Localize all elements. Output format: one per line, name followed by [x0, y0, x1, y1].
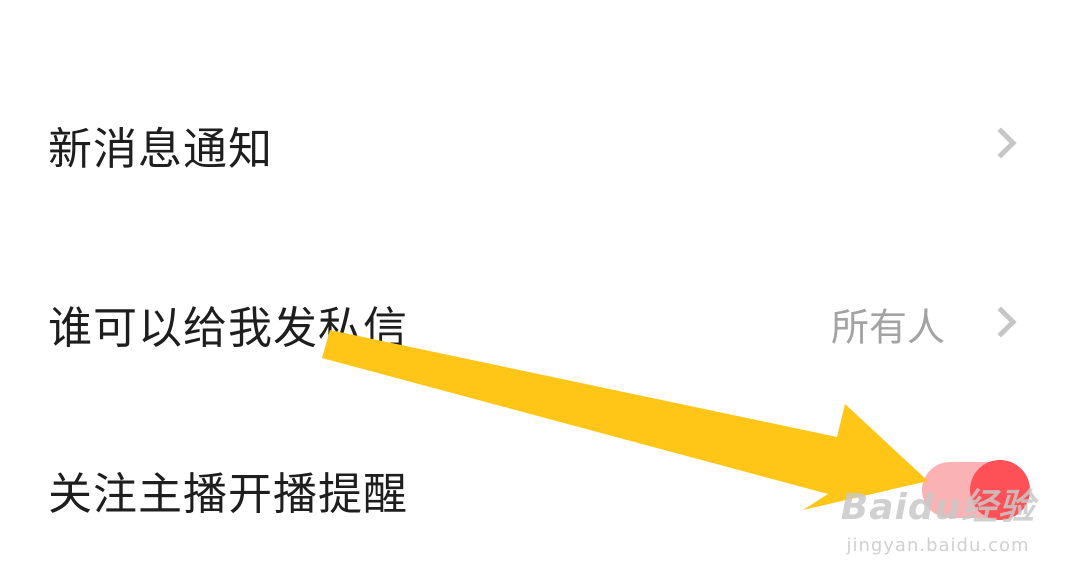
baidu-jingyan-watermark: Baidu经验 jingyan.baidu.com — [828, 488, 1048, 558]
toggle-knob — [970, 460, 1030, 520]
watermark-url: jingyan.baidu.com — [846, 535, 1030, 556]
chevron-right-icon — [985, 306, 1017, 338]
settings-item-label: 新消息通知 — [48, 124, 273, 175]
settings-item-label: 谁可以给我发私信 — [48, 303, 408, 354]
watermark-logo-text: Baidu经验 — [840, 487, 1036, 528]
settings-item-label: 关注主播开播提醒 — [48, 469, 408, 520]
settings-item-private-message-permission[interactable]: 谁可以给我发私信 所有人 — [0, 264, 1080, 384]
chevron-right-icon — [985, 127, 1017, 159]
live-reminder-toggle[interactable] — [922, 460, 1030, 520]
settings-item-value: 所有人 — [830, 305, 945, 350]
settings-item-new-message-notification[interactable]: 新消息通知 — [0, 85, 1080, 205]
